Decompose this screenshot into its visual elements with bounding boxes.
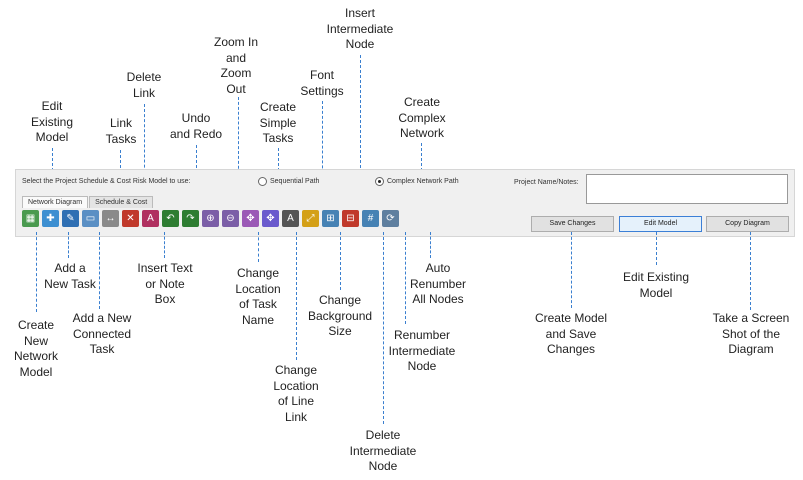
radio-complex-label: Complex Network Path bbox=[387, 178, 459, 185]
callout-line bbox=[144, 104, 145, 208]
move-task-name-icon[interactable]: ✥ bbox=[242, 210, 259, 227]
edit-model-button[interactable]: Edit Model bbox=[619, 216, 702, 232]
tab-strip: Network Diagram Schedule & Cost bbox=[22, 196, 154, 208]
project-name-label: Project Name/Notes: bbox=[514, 179, 579, 186]
renumber-node-icon[interactable]: # bbox=[362, 210, 379, 227]
callout-line bbox=[750, 232, 751, 310]
move-line-link-icon[interactable]: ✥ bbox=[262, 210, 279, 227]
callout-line bbox=[571, 232, 572, 308]
insert-text-icon[interactable]: A bbox=[142, 210, 159, 227]
radio-complex-indicator[interactable] bbox=[375, 177, 384, 186]
callout-line bbox=[296, 232, 297, 360]
callout-line bbox=[99, 232, 100, 309]
callout-line bbox=[36, 232, 37, 312]
new-network-model-icon[interactable]: ▦ bbox=[22, 210, 39, 227]
callout-line bbox=[322, 101, 323, 208]
radio-sequential-path[interactable]: Sequential Path bbox=[258, 177, 319, 186]
callout-line bbox=[405, 232, 406, 324]
callout-line bbox=[340, 232, 341, 290]
edit-model-icon[interactable]: ✎ bbox=[62, 210, 79, 227]
callout-line bbox=[68, 232, 69, 258]
zoom-in-icon[interactable]: ⊕ bbox=[202, 210, 219, 227]
callout-line bbox=[360, 55, 361, 208]
tab-network-diagram[interactable]: Network Diagram bbox=[22, 196, 89, 208]
redo-icon[interactable]: ↷ bbox=[182, 210, 199, 227]
delete-link-icon[interactable]: ✕ bbox=[122, 210, 139, 227]
add-task-icon[interactable]: ✚ bbox=[42, 210, 59, 227]
tab-schedule-cost[interactable]: Schedule & Cost bbox=[89, 196, 154, 208]
copy-diagram-button[interactable]: Copy Diagram bbox=[706, 216, 789, 232]
callout-line bbox=[656, 232, 657, 265]
auto-renumber-icon[interactable]: ⟳ bbox=[382, 210, 399, 227]
insert-node-icon[interactable]: ⊞ bbox=[322, 210, 339, 227]
project-name-input[interactable] bbox=[586, 174, 788, 204]
link-tasks-icon[interactable]: ↔ bbox=[102, 210, 119, 227]
toolbar-icon-row: ▦✚✎▭↔✕A↶↷⊕⊖✥✥A⤢⊞⊟#⟳ bbox=[22, 210, 399, 227]
zoom-out-icon[interactable]: ⊖ bbox=[222, 210, 239, 227]
toolbar-panel: Select the Project Schedule & Cost Risk … bbox=[15, 169, 795, 237]
delete-node-icon[interactable]: ⊟ bbox=[342, 210, 359, 227]
radio-complex-network-path[interactable]: Complex Network Path bbox=[375, 177, 459, 186]
model-select-prompt: Select the Project Schedule & Cost Risk … bbox=[22, 178, 191, 185]
undo-icon[interactable]: ↶ bbox=[162, 210, 179, 227]
callout-line bbox=[278, 148, 279, 176]
add-connected-task-icon[interactable]: ▭ bbox=[82, 210, 99, 227]
radio-sequential-label: Sequential Path bbox=[270, 178, 320, 185]
callout-line bbox=[238, 97, 239, 208]
callout-line bbox=[258, 232, 259, 262]
callout-line bbox=[421, 143, 422, 176]
radio-sequential-indicator[interactable] bbox=[258, 177, 267, 186]
callout-line bbox=[383, 232, 384, 424]
save-changes-button[interactable]: Save Changes bbox=[531, 216, 614, 232]
callout-line bbox=[164, 232, 165, 258]
font-settings-icon[interactable]: A bbox=[282, 210, 299, 227]
background-size-icon[interactable]: ⤢ bbox=[302, 210, 319, 227]
callout-line bbox=[430, 232, 431, 258]
